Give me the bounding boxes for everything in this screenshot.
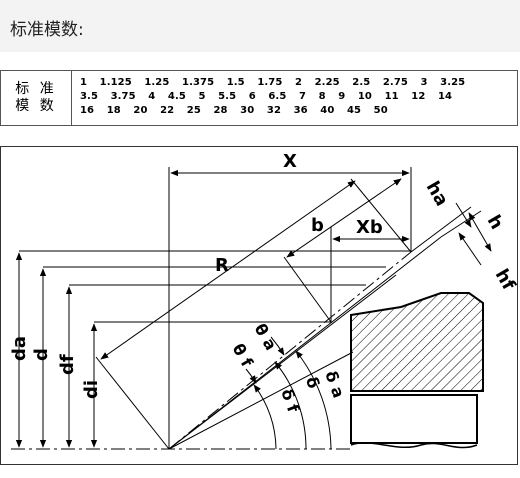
label-df: df [57,354,78,375]
gear-bore [350,394,478,444]
label-theta-f: θ f [229,340,258,371]
module-row-3: 16 18 20 22 25 28 30 32 36 40 45 50 [80,105,388,116]
b-ext [283,256,332,323]
h-ext-1 [410,206,472,253]
dim-b [286,178,402,258]
label-d: d [31,348,52,361]
label-delta-f: δ f [277,386,303,416]
break-line [350,441,478,449]
arc-delta [274,361,307,450]
bevel-gear-diagram: X b Xb R ha h hf da d df di θ a θ f δ δ … [0,146,518,465]
module-row-1: 1 1.125 1.25 1.375 1.5 1.75 2 2.25 2.5 2… [80,77,466,88]
dim-ha [455,202,472,228]
label-x: X [283,151,297,172]
module-values: 1 1.125 1.25 1.375 1.5 1.75 2 2.25 2.5 2… [72,71,517,125]
module-row-2: 3.5 3.75 4 4.5 5 5.5 6 6.5 7 8 9 10 11 1… [80,91,453,102]
label-theta-a: θ a [251,320,281,353]
arc-theta-a [270,336,285,356]
label-hf: hf [491,266,518,295]
label-b: b [311,215,324,236]
arc-delta-f [253,384,277,450]
gear-section-hatched [350,292,484,392]
label-delta-a: δ a [321,368,348,400]
r-ext-1 [95,356,170,450]
label-xb: Xb [356,217,383,238]
module-table-label: 标 准 模 数 [1,71,72,125]
label-h: h [483,212,508,234]
label-da: da [9,336,30,361]
gear-geometry-svg: X b Xb R ha h hf da d df di θ a θ f δ δ … [9,151,518,450]
dim-h [468,212,492,252]
cone-line-root [168,274,397,450]
cone-line-inner [168,351,354,450]
header-band: 标准模数: [0,0,520,52]
module-label-line2: 模 数 [15,98,57,114]
label-delta: δ [302,374,324,391]
standard-module-table: 标 准 模 数 1 1.125 1.25 1.375 1.5 1.75 2 2.… [0,70,518,126]
module-label-line1: 标 准 [15,81,57,97]
r-ext-2 [350,178,412,253]
label-di: di [81,380,102,399]
label-ha: ha [422,178,453,210]
label-r: R [215,255,229,276]
dim-hf [458,232,482,266]
arc-delta-a [295,350,332,450]
page-title: 标准模数: [10,20,84,40]
arc-theta-f [245,368,257,384]
